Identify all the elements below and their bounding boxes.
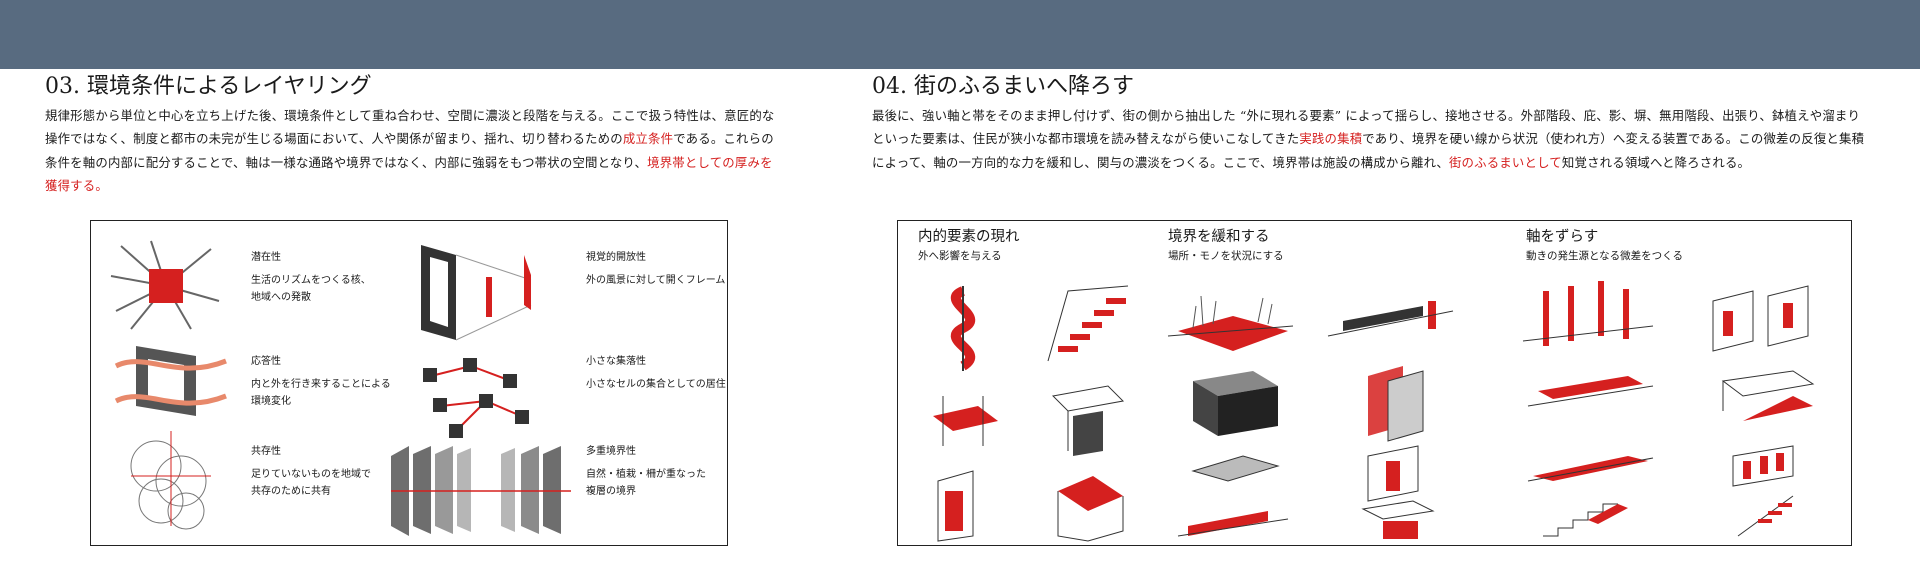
coexistence-illustration: [130, 431, 211, 530]
group-internal-elements: 内的要素の現れ 外へ影響を与える: [918, 227, 1020, 265]
item-latency-desc-2: 地域への発散: [251, 292, 311, 303]
section-03-body: 規律形態から単位と中心を立ち上げた後、環境条件として重ね合わせ、空間に濃淡と段階…: [45, 104, 785, 198]
section-04-title: 04. 街のふるまいへ降ろす: [872, 74, 1134, 99]
section-04: 04. 街のふるまいへ降ろす 最後に、強い軸と帯をそのまま押し付けず、街の側から…: [872, 72, 1867, 174]
group-mitigate-boundary: 境界を緩和する 場所・モノを状況にする: [1168, 227, 1284, 265]
wall-fragment-illustration: [937, 470, 974, 542]
conditions-diagram: 潜在性 生活のリズムをつくる核、 地域への発散 視覚的開放性 外の風景に対して開…: [90, 220, 728, 546]
frame-illustration: [421, 245, 532, 341]
item-small-settlement: 小さな集落性 小さなセルの集合としての居住: [586, 353, 726, 393]
item-latency-heading: 潜在性: [251, 252, 281, 263]
item-small-settlement-desc-1: 小さなセルの集合としての居住: [586, 379, 726, 390]
beam-illustration: [1527, 376, 1654, 407]
section-04-text-1: 最後に、強い軸と帯をそのまま押し付けず、街の側から抽出した “外に現れる要素” …: [872, 108, 1861, 147]
item-latency: 潜在性 生活のリズムをつくる核、 地域への発散: [251, 249, 371, 306]
group-mitigate-boundary-subtitle: 場所・モノを状況にする: [1168, 250, 1284, 262]
room-box-illustration: [1193, 371, 1278, 436]
item-responsiveness-heading: 応答性: [251, 356, 281, 367]
item-responsiveness-desc-1: 内と外を行き来することによる: [251, 379, 391, 390]
item-coexistence-desc-1: 足りていないものを地域で: [251, 469, 371, 480]
item-multi-boundary-desc-1: 自然・植栽・柵が重なった: [586, 469, 706, 480]
item-responsiveness: 応答性 内と外を行き来することによる 環境変化: [251, 353, 391, 410]
shadow-illustration: [1051, 385, 1125, 456]
low-wall-illustration: [1177, 511, 1289, 537]
section-04-text-2: であり、境界を硬い線から状況（使われ方）へ変える装置である。この微差の反復と集積…: [872, 131, 1865, 170]
item-coexistence-heading: 共存性: [251, 446, 281, 457]
section-04-text-3: 知覚される領域へと降ろされる。: [1561, 154, 1751, 170]
doorway-illustration: [1367, 445, 1419, 502]
group-internal-elements-title: 内的要素の現れ: [918, 229, 1020, 245]
group-shift-axis-title: 軸をずらす: [1526, 229, 1599, 245]
section-03-text-2: である。これらの条件を軸の内部に配分することで、軸は一様な通路や境界ではなく、内…: [45, 131, 774, 170]
paving-illustration: [1191, 455, 1280, 482]
external-stair-illustration: [1047, 285, 1129, 362]
item-coexistence-desc-2: 共存のために共有: [251, 486, 331, 497]
item-responsiveness-desc-2: 環境変化: [251, 396, 291, 407]
item-visual-openness-desc-1: 外の風景に対して開くフレーム: [586, 275, 726, 286]
screen-panels-illustration: [1368, 366, 1424, 442]
header-banner: [0, 0, 1920, 69]
ramp-illustration: [1527, 456, 1654, 482]
posts-illustration: [1522, 281, 1654, 346]
canopy-illustration: [933, 396, 998, 446]
behavior-diagram: 内的要素の現れ 外へ影響を与える 境界を緩和する 場所・モノを状況にする 軸をず…: [897, 220, 1852, 546]
item-visual-openness: 視覚的開放性 外の風景に対して開くフレーム: [586, 249, 725, 289]
group-mitigate-boundary-title: 境界を緩和する: [1168, 229, 1270, 245]
item-visual-openness-heading: 視覚的開放性: [586, 252, 646, 263]
small-stair-illustration: [1737, 495, 1794, 537]
item-multi-boundary: 多重境界性 自然・植栽・柵が重なった 複層の境界: [586, 443, 706, 500]
niche-illustration: [1361, 500, 1435, 539]
latency-illustration: [110, 240, 220, 330]
item-latency-desc-1: 生活のリズムをつくる核、: [251, 275, 371, 286]
planting-ground-illustration: [1167, 295, 1294, 351]
item-multi-boundary-desc-2: 複層の境界: [586, 486, 636, 497]
group-shift-axis-subtitle: 動きの発生源となる微差をつくる: [1526, 250, 1683, 262]
fence-illustration: [1327, 301, 1454, 337]
spiral-stair-illustration: [950, 286, 976, 371]
item-small-settlement-heading: 小さな集落性: [586, 356, 646, 367]
group-shift-axis: 軸をずらす 動きの発生源となる微差をつくる: [1526, 227, 1683, 265]
responsiveness-illustration: [114, 346, 227, 416]
section-03-highlight-1: 成立条件: [622, 131, 674, 147]
section-04-highlight-2: 街のふるまいとして: [1448, 154, 1562, 170]
item-multi-boundary-heading: 多重境界性: [586, 446, 636, 457]
bench-blocks-illustration: [1732, 445, 1794, 487]
multi-boundary-illustration: [391, 446, 571, 536]
section-04-highlight-1: 実践の集積: [1299, 131, 1363, 147]
steps-illustration: [1543, 503, 1628, 537]
section-04-body: 最後に、強い軸と帯をそのまま押し付けず、街の側から抽出した “外に現れる要素” …: [872, 104, 1867, 174]
corner-wedge-illustration: [1721, 370, 1815, 421]
small-settlement-illustration: [423, 358, 529, 438]
partition-walls-illustration: [1712, 285, 1809, 352]
protrusion-illustration: [1057, 476, 1124, 542]
section-03-text-1: 規律形態から単位と中心を立ち上げた後、環境条件として重ね合わせ、空間に濃淡と段階…: [45, 108, 775, 147]
group-internal-elements-subtitle: 外へ影響を与える: [918, 250, 1002, 262]
section-03-highlight-2: 境界帯としての厚みを獲得する。: [45, 154, 773, 194]
item-coexistence: 共存性 足りていないものを地域で 共存のために共有: [251, 443, 371, 500]
section-03: 03. 環境条件によるレイヤリング 規律形態から単位と中心を立ち上げた後、環境条…: [45, 72, 785, 198]
section-03-title: 03. 環境条件によるレイヤリング: [45, 74, 372, 99]
